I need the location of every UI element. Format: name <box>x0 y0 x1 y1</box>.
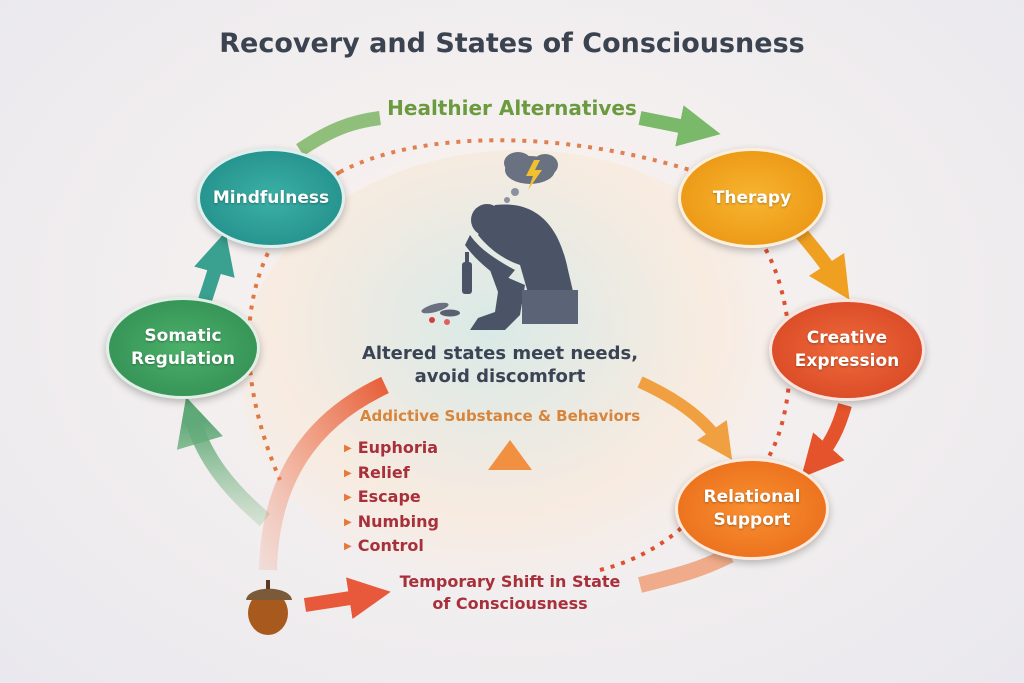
node-creative-expression: Creative Expression <box>769 299 925 401</box>
bullet-icon: ▶ <box>344 443 352 454</box>
acorn-icon <box>246 580 292 635</box>
bullet-icon: ▶ <box>344 516 352 528</box>
list-item: ▶Numbing <box>344 511 439 531</box>
arrow-acorn-to-shift <box>303 577 391 619</box>
node-mindfulness: Mindfulness <box>197 148 345 248</box>
list-item: ▶Relief <box>344 462 410 482</box>
bullet-icon: ▶ <box>344 541 352 552</box>
center-message: Altered states meet needs, avoid discomf… <box>361 343 639 388</box>
storm-cloud-icon <box>504 152 558 203</box>
temporary-shift-label: Temporary Shift in State of Consciousnes… <box>399 572 621 613</box>
node-label: Somatic Regulation <box>131 326 235 369</box>
healthier-alternatives-label: Healthier Alternatives <box>387 96 637 120</box>
arrow-to-creative <box>794 227 850 300</box>
list-item: ▶Euphoria <box>344 438 439 457</box>
arrow-to-mindfulness <box>194 231 235 303</box>
node-therapy: Therapy <box>678 148 826 248</box>
node-somatic-regulation: Somatic Regulation <box>106 297 260 399</box>
arrow-to-relational <box>801 403 852 478</box>
arrow-center-right <box>637 376 733 460</box>
arrow-bottom-right <box>638 547 734 593</box>
addictive-substances-label: Addictive Substance & Behaviors <box>359 407 641 425</box>
list-item: ▶Control <box>344 536 424 555</box>
list-item: ▶Escape <box>344 487 421 506</box>
arrow-left-sweep <box>259 376 389 571</box>
page-title: Recovery and States of Consciousness <box>219 28 805 59</box>
arrow-to-healthier <box>296 111 381 156</box>
arrow-to-somatic <box>176 397 271 527</box>
node-label: Mindfulness <box>212 187 330 208</box>
bullet-icon: ▶ <box>344 492 352 503</box>
bullet-icon: ▶ <box>344 467 352 479</box>
arrow-to-therapy <box>638 105 721 147</box>
node-label: Creative Expression <box>794 328 900 371</box>
node-label: Therapy <box>712 187 792 208</box>
effects-list: ▶Euphoria ▶Relief ▶Escape ▶Numbing ▶Cont… <box>344 438 439 561</box>
node-label: Relational Support <box>703 487 801 530</box>
node-relational-support: Relational Support <box>675 458 829 560</box>
person-figure-icon <box>421 204 578 330</box>
dotted-ring-left <box>246 170 342 481</box>
